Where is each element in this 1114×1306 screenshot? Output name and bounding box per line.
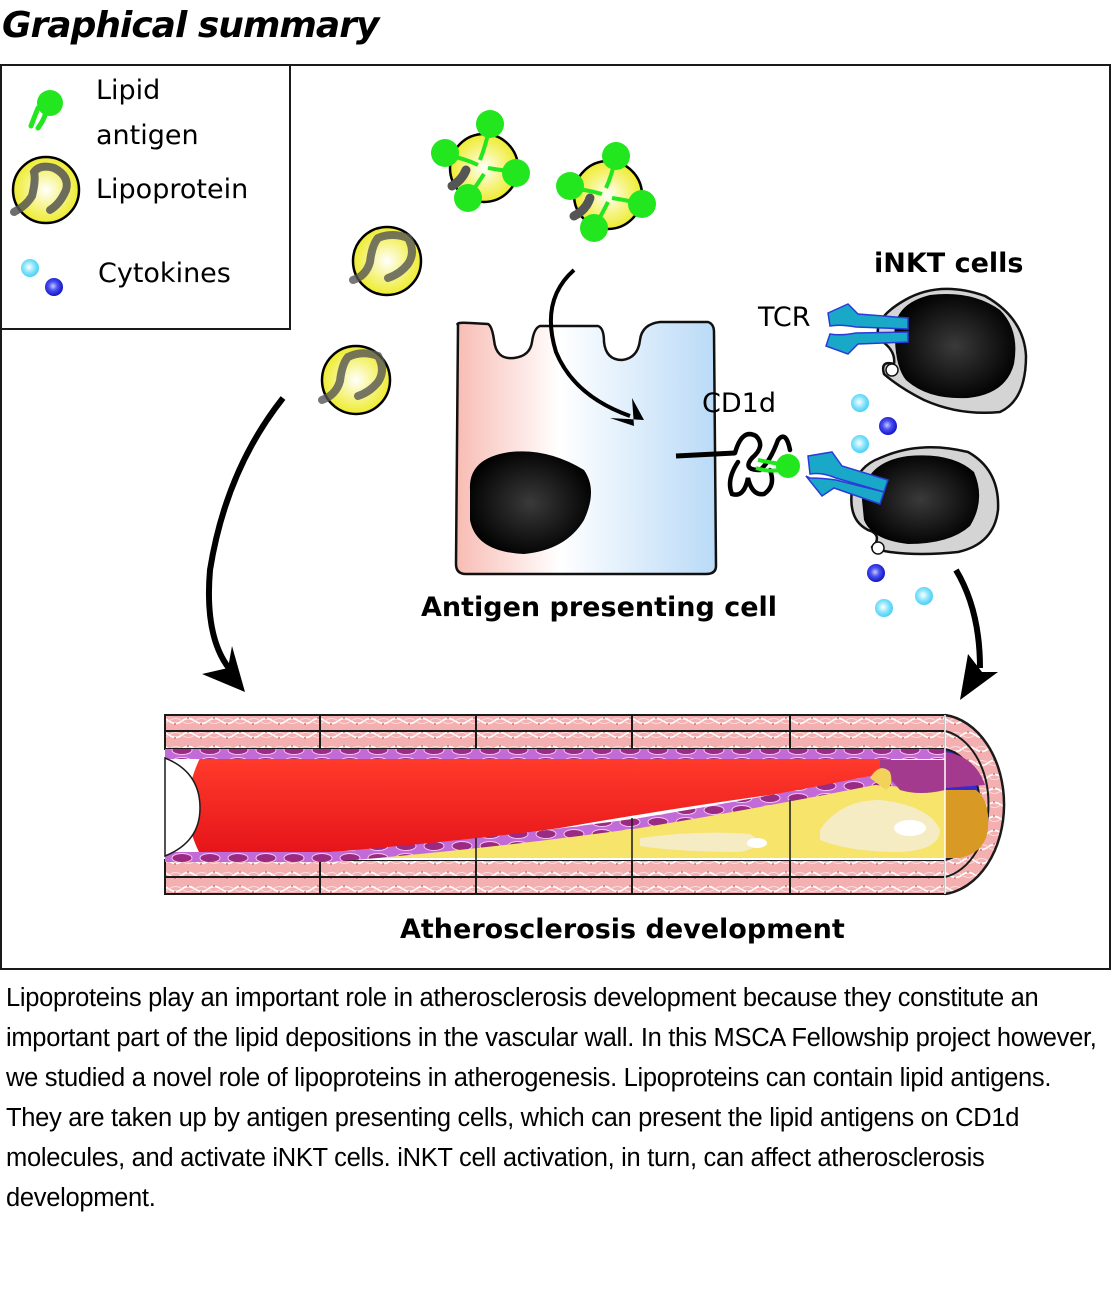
inkt-to-vessel-arrow <box>953 568 998 700</box>
cytokine <box>851 394 869 412</box>
lipoprotein-icon <box>10 155 81 225</box>
legend-label-lipid: Lipid <box>96 75 161 106</box>
antigen-loaded-lipoprotein <box>431 110 530 212</box>
inkt-cells-label: iNKT cells <box>874 248 1024 279</box>
cytokines-icon <box>21 259 63 296</box>
antigen-loaded-lipoprotein <box>556 142 656 242</box>
blood-vessel <box>164 713 1006 896</box>
cytokine <box>851 435 869 453</box>
lipoprotein-to-vessel-arrow <box>202 396 286 692</box>
apc-label: Antigen presenting cell <box>421 592 778 623</box>
tcr-label: TCR <box>758 302 811 333</box>
legend-label-lipoprotein: Lipoprotein <box>96 174 249 205</box>
tcr-receptor <box>805 451 889 505</box>
tcr-receptor <box>825 303 909 355</box>
cd1d-molecule <box>675 431 800 497</box>
cytokine <box>915 587 933 605</box>
cytokine <box>867 564 885 582</box>
diagram-frame <box>0 64 1111 970</box>
legend-label-antigen: antigen <box>96 120 199 151</box>
caption-text: Lipoproteins play an important role in a… <box>6 984 1097 1212</box>
antigen-presenting-cell <box>454 320 718 576</box>
lipoprotein <box>318 344 392 416</box>
uptake-arrow <box>548 268 644 426</box>
legend-label-cytokines: Cytokines <box>98 258 231 289</box>
inkt-cell <box>876 287 1028 415</box>
lipoprotein <box>349 225 423 297</box>
inkt-cell <box>850 445 1000 556</box>
atherosclerosis-label: Atherosclerosis development <box>400 914 845 945</box>
cd1d-label: CD1d <box>702 388 776 419</box>
apc-nucleus <box>469 451 591 554</box>
cytokine <box>875 599 893 617</box>
cytokine <box>879 417 897 435</box>
page-title: Graphical summary <box>2 5 379 46</box>
lipid-antigen-icon <box>28 90 63 131</box>
